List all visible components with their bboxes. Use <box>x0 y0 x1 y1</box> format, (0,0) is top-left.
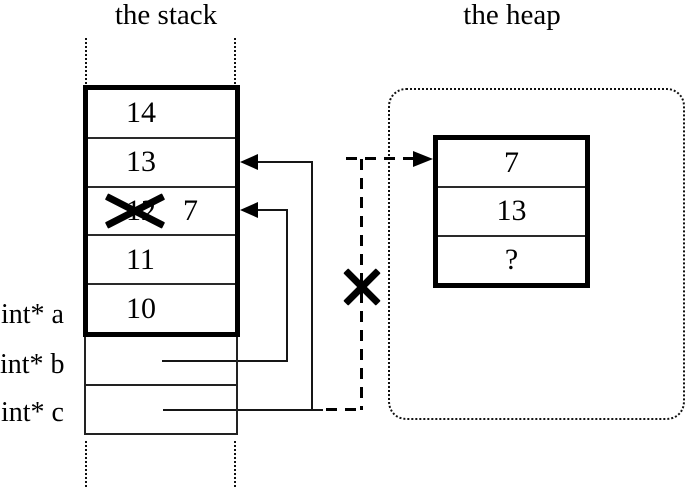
heap-object-box: 7 13 ? <box>433 135 590 288</box>
stack-cell: 10 <box>88 285 235 332</box>
stack-frame-box: 14 13 12 7 11 10 <box>83 85 240 337</box>
stack-cell-pointer-c <box>86 386 236 433</box>
stack-cell-new-value: 7 <box>183 193 198 227</box>
stack-cell-pointer-b <box>86 337 236 386</box>
dangling-pointer-dashed-line-bottom <box>326 408 363 411</box>
variable-label-a: int* a <box>1 299 64 330</box>
dangling-pointer-arrowhead-icon <box>413 151 433 167</box>
pointer-c-line-horizontal <box>163 409 323 411</box>
stack-pointer-cells-box <box>84 335 238 435</box>
stack-cell-value: 11 <box>126 242 155 276</box>
pointer-b-arrowhead-icon <box>240 202 258 218</box>
stack-cell-value: 10 <box>126 291 156 325</box>
heap-cell-value: 13 <box>496 194 527 228</box>
heap-cell: 7 <box>438 140 585 189</box>
pointer-b-line-horizontal <box>162 360 288 362</box>
pointer-c-arrowhead-icon <box>240 154 258 170</box>
stack-cell: 14 <box>88 90 235 139</box>
stack-cell-value: 14 <box>126 96 156 130</box>
stack-cell-value: 13 <box>126 145 156 179</box>
pointer-c-line-tail <box>256 161 313 163</box>
heap-cell-value: 7 <box>504 146 519 180</box>
stack-cell-overwritten: 12 7 <box>88 188 235 237</box>
pointer-c-line-vertical <box>311 161 313 411</box>
variable-label-c: int* c <box>1 397 64 428</box>
heap-cell: 13 <box>438 188 585 237</box>
pointer-b-line-vertical <box>286 210 288 362</box>
crossed-out-value-x-icon <box>104 193 166 229</box>
dangling-pointer-dashed-line-top <box>346 157 413 160</box>
stack-guide-top-right-dotted-line <box>234 38 236 84</box>
stack-title: the stack <box>114 0 218 31</box>
stack-guide-bottom-left-dotted-line <box>85 441 87 487</box>
stack-guide-top-left-dotted-line <box>85 38 87 84</box>
heap-title: the heap <box>463 0 561 31</box>
stack-cell: 13 <box>88 139 235 188</box>
crossed-out-pointer-x-icon <box>343 268 381 306</box>
stack-guide-bottom-right-dotted-line <box>234 441 236 487</box>
heap-region-outline <box>388 88 685 420</box>
variable-label-b: int* b <box>0 349 65 380</box>
heap-cell: ? <box>438 237 585 283</box>
stack-cell: 11 <box>88 236 235 286</box>
pointer-b-line-tail <box>256 209 288 211</box>
heap-cell-value: ? <box>504 242 519 276</box>
